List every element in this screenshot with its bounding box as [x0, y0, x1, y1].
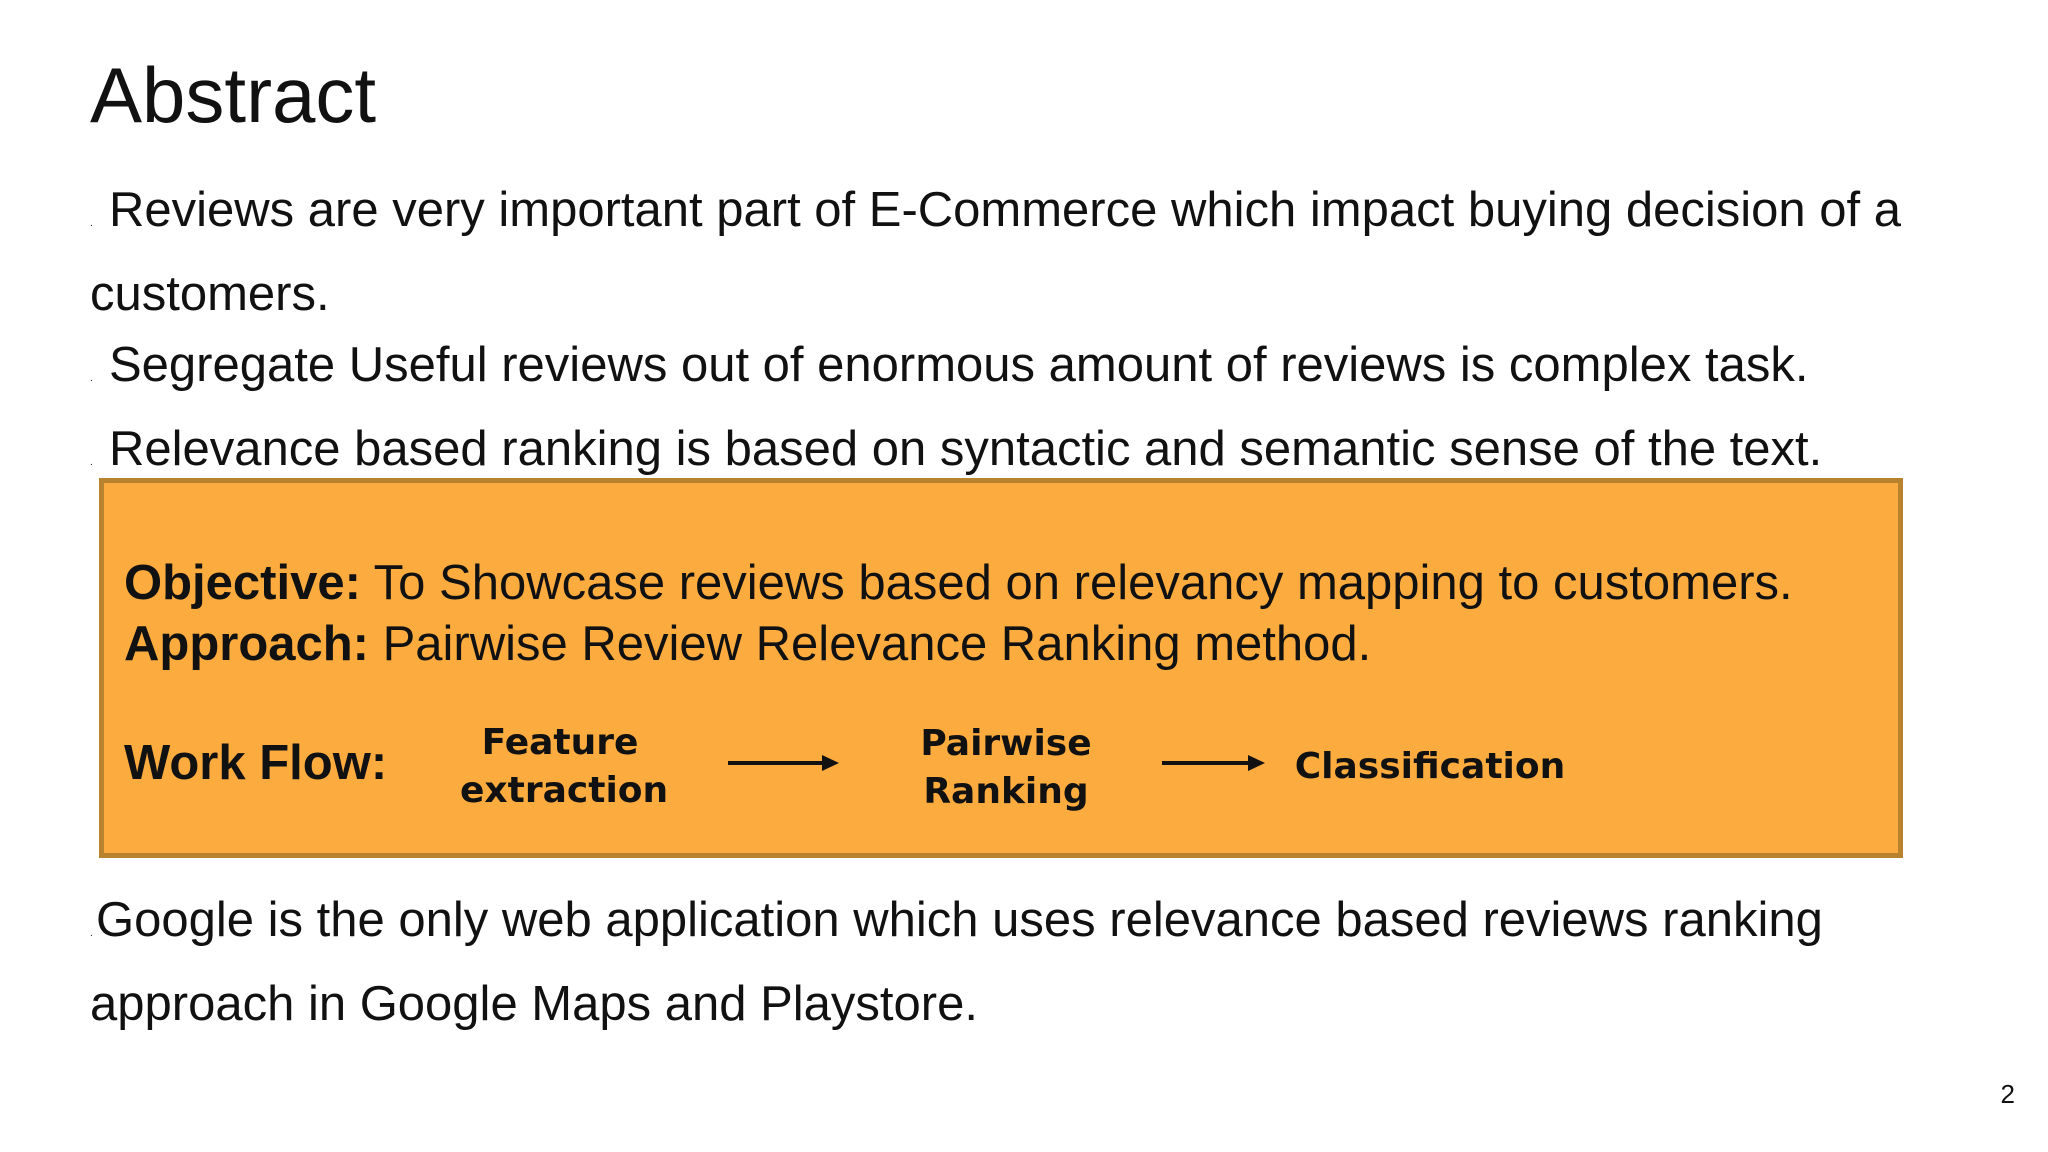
bullet-marker-icon: . — [90, 928, 93, 939]
workflow-step-line: Pairwise — [920, 723, 1092, 764]
bullet-marker-icon: . — [90, 218, 93, 229]
arrow-right-icon — [1162, 755, 1265, 771]
bullet-marker-icon: . — [90, 373, 93, 384]
bullet-marker-icon: . — [90, 457, 93, 468]
workflow-step-line: Classification — [1294, 746, 1566, 787]
workflow-step-line: extraction — [460, 770, 669, 811]
bullet-text: Relevance based ranking is based on synt… — [109, 422, 1823, 476]
slide-title: Abstract — [90, 51, 377, 139]
approach-label: Approach: — [124, 617, 369, 671]
objective-box: Objective: To Showcase reviews based on … — [99, 478, 1903, 858]
workflow-label: Work Flow: — [124, 736, 388, 790]
page-number: 2 — [2000, 1079, 2015, 1109]
approach-text: Pairwise Review Relevance Ranking method… — [369, 617, 1372, 671]
objective-line: Objective: To Showcase reviews based on … — [124, 553, 1793, 613]
workflow-step-line: Ranking — [923, 771, 1089, 812]
workflow-step-feature-extraction: Feature extraction — [460, 719, 669, 815]
footer-bullet: .Google is the only web application whic… — [90, 885, 1990, 1040]
workflow-step-line: Feature — [481, 722, 639, 763]
workflow-step-pairwise-ranking: Pairwise Ranking — [906, 720, 1106, 816]
bullet-list: .Reviews are very important part of E-Co… — [90, 175, 1990, 498]
workflow-step-classification: Classification — [1290, 743, 1570, 791]
bullet-item: . Segregate Useful reviews out of enormou… — [90, 330, 1990, 414]
bullet-text: Reviews are very important part of E-Com… — [90, 183, 1901, 321]
footer-bullet-text: Google is the only web application which… — [90, 893, 1823, 1031]
bullet-item: . Relevance based ranking is based on syn… — [90, 414, 1990, 498]
bullet-item: .Reviews are very important part of E-Co… — [90, 175, 1990, 330]
bullet-text: Segregate Useful reviews out of enormous… — [109, 338, 1809, 392]
approach-line: Approach: Pairwise Review Relevance Rank… — [124, 614, 1371, 674]
objective-label: Objective: — [124, 556, 361, 610]
arrow-right-icon — [728, 755, 839, 771]
objective-text: To Showcase reviews based on relevancy m… — [360, 556, 1793, 610]
